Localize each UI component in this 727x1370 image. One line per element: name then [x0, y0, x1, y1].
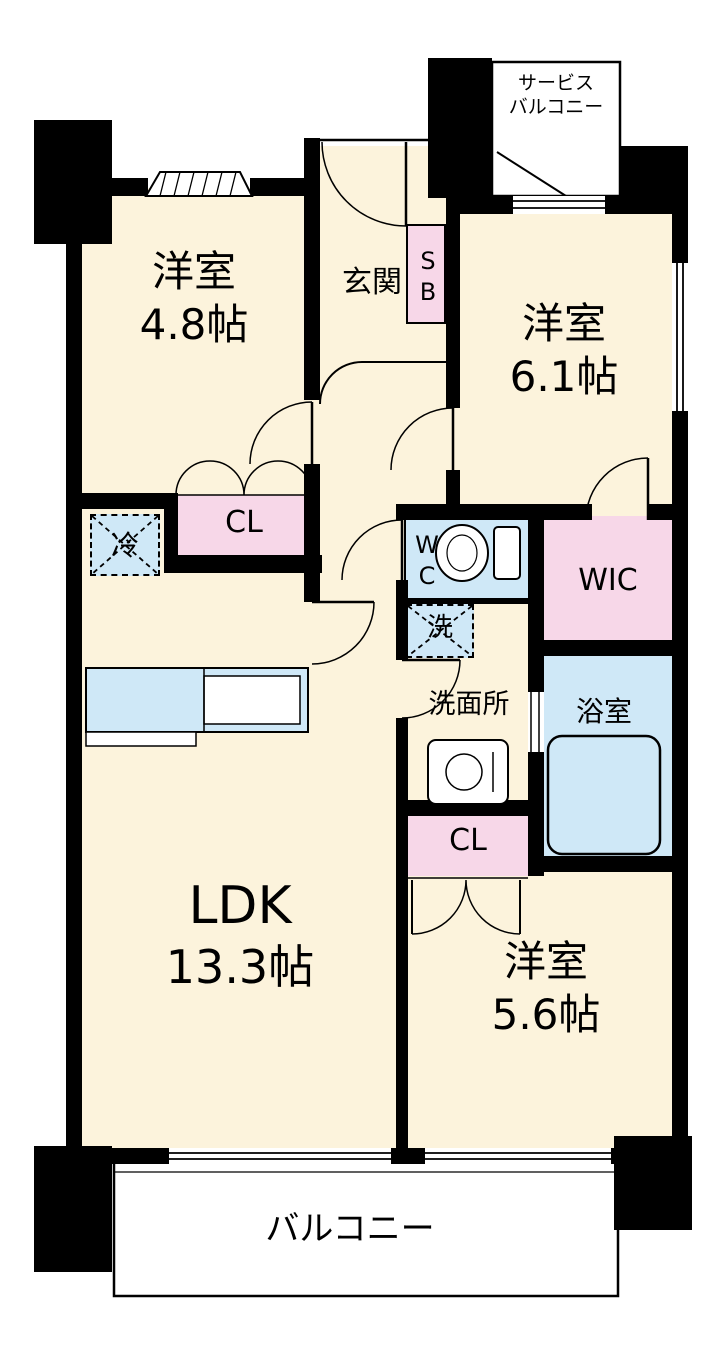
- bay-window: [144, 171, 254, 197]
- wall-segment: [390, 1148, 426, 1164]
- wall-segment: [66, 1148, 170, 1164]
- wall-segment: [304, 364, 320, 400]
- closet-a-doors: [175, 460, 313, 496]
- window-right: [672, 261, 688, 413]
- window-bottom-bedroom3: [423, 1148, 613, 1164]
- bedroom2-label: 洋室 6.1帖: [456, 298, 672, 403]
- wic-label: WIC: [578, 563, 638, 598]
- wall-segment: [528, 648, 544, 692]
- closet-a-label: CL: [225, 505, 263, 540]
- washroom-label: 洗面所: [428, 689, 510, 720]
- bedroom2-name: 洋室: [521, 299, 606, 348]
- bedroom1-name: 洋室: [151, 247, 236, 296]
- closet-b-box: [406, 812, 530, 876]
- wall-segment: [544, 640, 672, 656]
- balcony-outline: [112, 1164, 620, 1298]
- fridge-x: [91, 515, 159, 575]
- ldk-name: LDK: [188, 876, 292, 936]
- bedroom3-size: 5.6帖: [491, 989, 601, 1039]
- wall-segment: [164, 493, 178, 573]
- ldk-floor: [74, 500, 404, 1156]
- wall-segment: [672, 196, 688, 1164]
- service-balcony-line1: サービス: [517, 72, 594, 94]
- wall-segment: [404, 598, 528, 604]
- bedroom3-label: 洋室 5.6帖: [428, 936, 664, 1041]
- wall-segment: [610, 1148, 688, 1164]
- wall-segment: [396, 504, 592, 520]
- bedroom2-size: 6.1帖: [509, 351, 619, 401]
- closet-b-label: CL: [449, 823, 487, 858]
- hall-ldk-door-arc: [311, 600, 375, 665]
- entrance-step-line: [319, 361, 446, 405]
- ldk-size: 13.3帖: [165, 940, 315, 994]
- wall-segment: [396, 718, 408, 1148]
- window-bottom-ldk: [167, 1148, 393, 1164]
- wc-door-arc: [341, 519, 404, 581]
- washroom-door-arc: [401, 658, 461, 719]
- bedroom2-door-arc: [390, 407, 455, 471]
- wall-segment: [460, 196, 514, 214]
- bedroom3-name: 洋室: [503, 937, 588, 986]
- entrance-label: 玄関: [342, 265, 402, 300]
- wall-segment: [648, 504, 688, 520]
- shoe-box: [406, 224, 446, 324]
- washbasin-icon: [427, 739, 509, 805]
- bathtub-icon: [546, 734, 662, 856]
- bathroom-label: 浴室: [575, 695, 632, 728]
- wic-floor: [540, 516, 676, 646]
- wall-segment: [604, 196, 672, 214]
- structural-column: [34, 1146, 112, 1272]
- shoe-box-label: SB: [414, 247, 442, 309]
- balcony-label: バルコニー: [265, 1209, 435, 1249]
- entrance-door-arc: [320, 138, 446, 227]
- kitchen-counter: [85, 667, 309, 747]
- wall-segment: [446, 196, 460, 408]
- bedroom3-floor: [404, 868, 680, 1156]
- wall-segment: [164, 555, 322, 573]
- closet-b-doors: [404, 877, 528, 935]
- wall-segment: [66, 180, 82, 1164]
- wall-segment: [66, 178, 148, 196]
- ldk-label: LDK 13.3帖: [90, 874, 390, 997]
- wall-segment: [528, 856, 672, 872]
- wall-segment: [250, 178, 320, 196]
- wall-segment: [66, 493, 178, 509]
- wall-segment: [304, 138, 320, 364]
- bedroom1-door-arc: [249, 401, 314, 465]
- bath-sliding-door: [528, 692, 544, 752]
- structural-column: [428, 58, 492, 198]
- bedroom1-floor: [74, 188, 312, 500]
- wc-label: WC: [413, 531, 441, 593]
- bedroom1-size: 4.8帖: [139, 299, 249, 349]
- service-balcony-line2: バルコニー: [508, 95, 604, 118]
- bedroom1-label: 洋室 4.8帖: [84, 246, 304, 351]
- service-balcony-label: サービス バルコニー: [494, 72, 618, 120]
- bathroom-floor: [536, 648, 676, 864]
- wall-segment: [528, 520, 544, 648]
- wic-door-arc: [585, 457, 650, 521]
- window-top: [511, 196, 607, 214]
- toilet-icon: [435, 524, 521, 582]
- washer-x: [407, 605, 473, 657]
- closet-a-box: [176, 495, 312, 557]
- bedroom2-floor: [452, 206, 680, 518]
- laundry-label: 洗: [426, 613, 453, 643]
- refrigerator-label: 冷: [110, 529, 139, 562]
